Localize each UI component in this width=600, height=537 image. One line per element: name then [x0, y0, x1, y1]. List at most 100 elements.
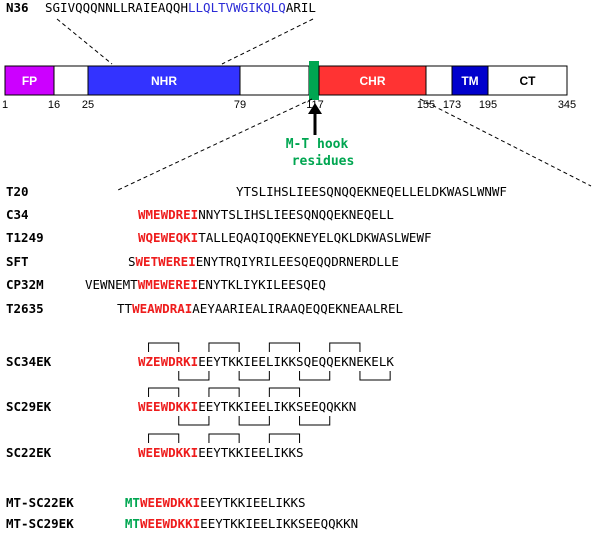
- seq-body: NNYTSLIHSLIEESQNQQEKNEQELL: [198, 207, 394, 222]
- domain-segment-linker-6: [425, 65, 453, 96]
- domain-label-ct: CT: [520, 74, 537, 88]
- seq-body: EEYTKKIEELIKKSEEQQKKN: [200, 516, 358, 531]
- n36-sequence: SGIVQQQNNLLRAIEAQQHLLQLTVWGIKQLQARIL: [45, 0, 316, 15]
- salt-bridge-bracket: [208, 387, 240, 397]
- seq-hook-motif: WMEWDREI: [138, 207, 198, 222]
- peptide-name: SFT: [6, 254, 29, 269]
- peptide-name: MT-SC22EK: [6, 495, 74, 510]
- seq-body: ENYTKLIYKILEESQEQ: [198, 277, 326, 292]
- residue-position-16: 16: [48, 99, 60, 111]
- domain-segment-nhr: [87, 65, 241, 96]
- domain-label-nhr: NHR: [151, 74, 177, 88]
- peptide-name: MT-SC29EK: [6, 516, 74, 531]
- hook-arrow: [308, 103, 322, 135]
- seq-hook-motif: WQEWEQKI: [138, 230, 198, 245]
- chr-zoom-line-left: [117, 98, 313, 191]
- hook-label-line-2: residues: [292, 154, 355, 169]
- n36-seq-part-1: SGIVQQQNNLLRAIEAQQH: [45, 0, 188, 15]
- peptide-name: CP32M: [6, 277, 44, 292]
- n36-seq-part-2: ARIL: [286, 0, 316, 15]
- seq-hook-motif: WMEWEREI: [138, 277, 198, 292]
- n36-zoom-line-right: [221, 18, 314, 65]
- n36-sequence-line: N36 SGIVQQQNNLLRAIEAQQHLLQLTVWGIKQLQARIL: [6, 0, 316, 15]
- salt-bridge-bracket: [208, 433, 240, 443]
- peptide-name: T2635: [6, 301, 44, 316]
- seq-prefix: S: [128, 254, 136, 269]
- salt-bridge-bracket: [178, 371, 210, 381]
- peptide-list: T20 YTSLIHSLIEESQNQQEKNEQELLELDKWASLWNWF C…: [6, 184, 507, 531]
- salt-bridge-bracket: [238, 371, 270, 381]
- n36-label: N36: [6, 0, 29, 15]
- salt-bridge-bracket: [148, 342, 180, 352]
- peptide-sequence: WEEWDKKIEEYTKKIEELIKKSEEQQKKN: [138, 399, 356, 414]
- salt-bridge-bracket: [268, 387, 301, 397]
- seq-body: TALLEQAQIQQEKNEYELQKLDKWASLWEWF: [198, 230, 431, 245]
- seq-body: AEYAARIEALIRAAQEQQEKNEAALREL: [192, 301, 403, 316]
- salt-bridge-bracket: [148, 433, 180, 443]
- domain-segment-chr: [318, 65, 427, 96]
- salt-bridge-bracket: [178, 416, 210, 426]
- peptide-name: C34: [6, 207, 29, 222]
- seq-hook-motif: WEEWDKKI: [138, 445, 198, 460]
- residue-position-1: 1: [2, 99, 8, 111]
- domain-segment-linker-3: [239, 65, 310, 96]
- domain-segment-ct: [487, 65, 568, 96]
- seq-body: EEYTKKIEELIKKSEEQQKKN: [198, 399, 356, 414]
- seq-body: EEYTKKIEELIKKS: [200, 495, 305, 510]
- salt-bridge-brackets: [148, 342, 391, 443]
- salt-bridge-bracket: [268, 342, 301, 352]
- salt-bridge-bracket: [329, 342, 361, 352]
- peptide-sequence: YTSLIHSLIEESQNQQEKNEQELLELDKWASLWNWF: [236, 184, 507, 199]
- peptide-sequence: WZEWDRKIEEYTKKIEELIKKSQEQQEKNEKELK: [138, 354, 394, 369]
- seq-body: YTSLIHSLIEESQNQQEKNEQELLELDKWASLWNWF: [236, 184, 507, 199]
- seq-hook-motif: WEEWDKKI: [138, 399, 198, 414]
- residue-position-79: 79: [234, 99, 246, 111]
- seq-prefix: VEWNEMT: [85, 277, 138, 292]
- salt-bridge-bracket: [299, 416, 331, 426]
- domain-segment-linker-4: [309, 61, 319, 100]
- seq-hook-motif: WEEWDKKI: [140, 495, 200, 510]
- salt-bridge-bracket: [238, 416, 270, 426]
- seq-mt-hook: MT: [125, 495, 140, 510]
- seq-mt-hook: MT: [125, 516, 140, 531]
- seq-body: EEYTKKIEELIKKSQEQQEKNEKELK: [198, 354, 394, 369]
- chr-zoom-line-right: [419, 98, 592, 187]
- salt-bridge-bracket: [148, 387, 180, 397]
- seq-body: EEYTKKIEELIKKS: [198, 445, 303, 460]
- seq-hook-motif: WEEWDKKI: [140, 516, 200, 531]
- residue-position-195: 195: [479, 99, 497, 111]
- salt-bridge-bracket: [359, 371, 391, 381]
- salt-bridge-bracket: [299, 371, 331, 381]
- seq-hook-motif: WEAWDRAI: [132, 301, 192, 316]
- residue-position-173: 173: [443, 99, 461, 111]
- peptide-name: T1249: [6, 230, 44, 245]
- residue-position-25: 25: [82, 99, 94, 111]
- peptide-sequence: VEWNEMTWMEWEREIENYTKLIYKILEESQEQ: [85, 277, 326, 292]
- seq-body: ENYTRQIYRILEESQEQQDRNERDLLE: [196, 254, 399, 269]
- peptide-name: T20: [6, 184, 29, 199]
- domain-label-fp: FP: [22, 74, 37, 88]
- peptide-sequence: MTWEEWDKKIEEYTKKIEELIKKSEEQQKKN: [125, 516, 358, 531]
- hook-label-line-1: M-T hook: [286, 137, 349, 152]
- n36-zoom-line-left: [56, 18, 113, 65]
- gp41-domain-bar: FPNHRCHRTMCT1162579117155173195345: [2, 61, 576, 111]
- domain-label-chr: CHR: [360, 74, 386, 88]
- peptide-sequence: MTWEEWDKKIEEYTKKIEELIKKS: [125, 495, 306, 510]
- seq-prefix: TT: [117, 301, 133, 316]
- domain-label-tm: TM: [461, 74, 478, 88]
- peptide-sequence: WQEWEQKITALLEQAQIQQEKNEYELQKLDKWASLWEWF: [138, 230, 432, 245]
- peptide-name: SC22EK: [6, 445, 52, 460]
- peptide-name: SC29EK: [6, 399, 52, 414]
- peptide-sequence: TTWEAWDRAIAEYAARIEALIRAAQEQQEKNEAALREL: [117, 301, 403, 316]
- peptide-sequence: SWETWEREIENYTRQIYRILEESQEQQDRNERDLLE: [128, 254, 399, 269]
- domain-segment-fp: [4, 65, 55, 96]
- peptide-sequence: WMEWDREINNYTSLIHSLIEESQNQQEKNEQELL: [138, 207, 394, 222]
- salt-bridge-bracket: [268, 433, 301, 443]
- residue-position-155: 155: [417, 99, 435, 111]
- peptide-sequence: WEEWDKKIEEYTKKIEELIKKS: [138, 445, 304, 460]
- salt-bridge-bracket: [208, 342, 240, 352]
- seq-hook-motif: WETWEREI: [136, 254, 196, 269]
- residue-position-345: 345: [558, 99, 576, 111]
- n36-seq-heptad-blue: LLQLTVWGIKQLQ: [188, 0, 286, 15]
